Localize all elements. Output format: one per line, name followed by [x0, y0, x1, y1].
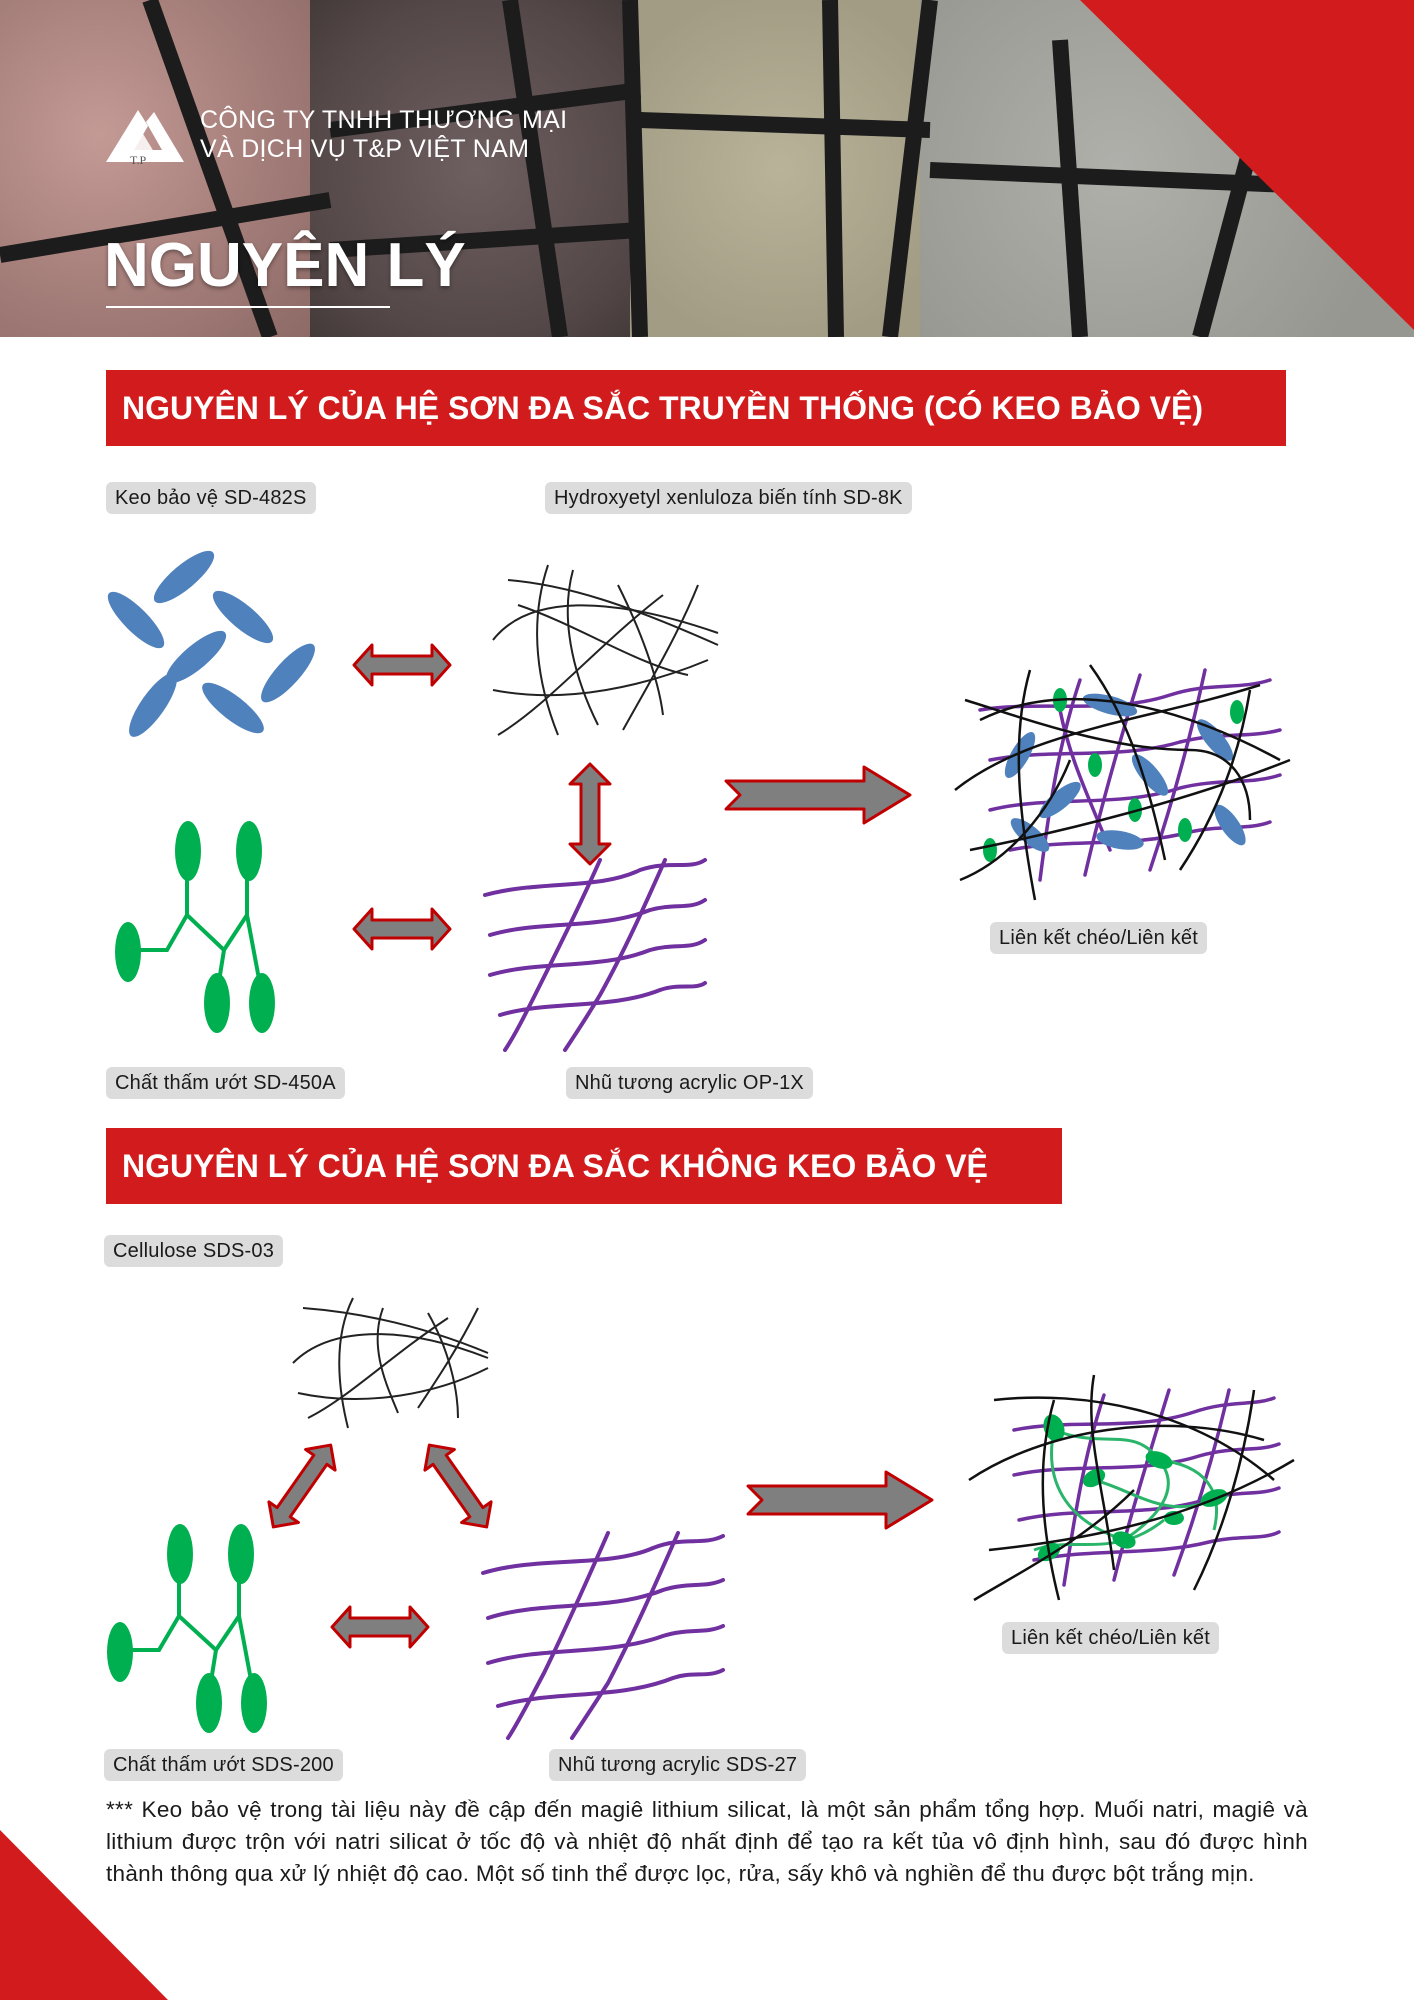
page-title: NGUYÊN LÝ — [104, 231, 466, 300]
title-underline — [106, 306, 390, 308]
tile-grout-lines — [0, 0, 1414, 337]
cellulose-fibers-1 — [492, 564, 719, 736]
crosslink-network-2 — [968, 1374, 1295, 1602]
wetting-agent-molecule-1 — [115, 821, 275, 1033]
wetting-agent-molecule-2 — [107, 1524, 267, 1733]
stone-tile-beige — [630, 0, 930, 337]
corner-red-triangle — [1080, 0, 1414, 330]
double-arrow-icon — [352, 907, 452, 951]
section1-heading: NGUYÊN LÝ CỦA HỆ SƠN ĐA SẮC TRUYỀN THỐNG… — [106, 370, 1286, 446]
label-acrylic-emulsion-2: Nhũ tương acrylic SDS-27 — [549, 1749, 807, 1781]
logo-mountain-icon: T.P — [106, 110, 184, 167]
section2-heading: NGUYÊN LÝ CỦA HỆ SƠN ĐA SẮC KHÔNG KEO BẢ… — [106, 1128, 1062, 1204]
company-line-2: VÀ DỊCH VỤ T&P VIỆT NAM — [200, 135, 530, 163]
acrylic-emulsion-2 — [481, 1531, 725, 1740]
label-acrylic-emulsion-1: Nhũ tương acrylic OP-1X — [566, 1067, 813, 1099]
crosslink-network-1 — [954, 664, 1291, 901]
label-cellulose: Cellulose SDS-03 — [104, 1235, 284, 1267]
label-crosslink-1: Liên kết chéo/Liên kết — [990, 922, 1207, 954]
label-wetting-agent-2: Chất thấm ướt SDS-200 — [104, 1749, 343, 1781]
cellulose-fibers-2 — [292, 1297, 489, 1429]
right-arrow-icon — [746, 1470, 934, 1530]
company-line-1: CÔNG TY TNHH THƯƠNG MẠI — [200, 106, 568, 134]
company-name: CÔNG TY TNHH THƯƠNG MẠI VÀ DỊCH VỤ T&P V… — [200, 106, 567, 164]
double-arrow-icon — [330, 1605, 430, 1649]
right-arrow-icon — [724, 765, 912, 825]
label-protective-glue: Keo bảo vệ SD-482S — [106, 482, 316, 514]
corner-red-triangle — [0, 1830, 168, 2000]
double-arrow-icon — [352, 643, 452, 687]
label-wetting-agent-1: Chất thấm ướt SD-450A — [106, 1067, 345, 1099]
header-banner: T.P CÔNG TY TNHH THƯƠNG MẠI VÀ DỊCH VỤ T… — [0, 0, 1414, 337]
double-arrow-icon — [568, 762, 612, 866]
double-arrow-icon — [423, 1443, 493, 1529]
acrylic-emulsion-1 — [483, 858, 707, 1052]
footnote: *** Keo bảo vệ trong tài liệu này đề cập… — [106, 1797, 1308, 1886]
granite-tile-dark — [310, 0, 640, 337]
logo-text: T.P — [130, 153, 146, 167]
protective-glue-particles — [107, 550, 315, 737]
double-arrow-icon — [267, 1443, 337, 1529]
label-crosslink-2: Liên kết chéo/Liên kết — [1002, 1622, 1219, 1654]
label-hydroxyethyl-cellulose: Hydroxyetyl xenluloza biến tính SD-8K — [545, 482, 912, 514]
